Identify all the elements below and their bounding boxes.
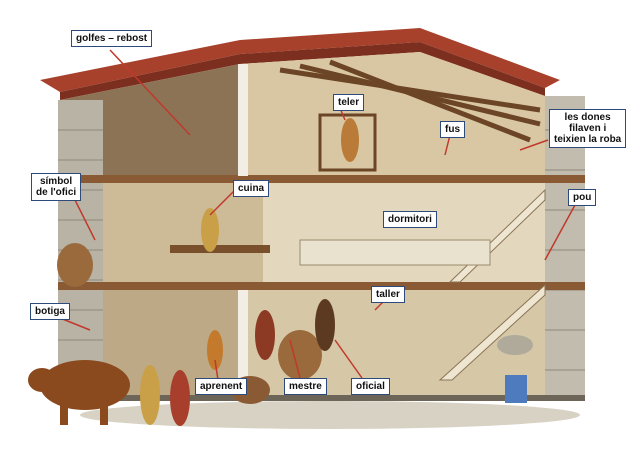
simbol-line-1: símbol xyxy=(39,176,73,187)
label-mestre: mestre xyxy=(284,378,327,395)
les-dones-line-3: teixien la roba xyxy=(554,134,622,145)
lower-floor-slab xyxy=(58,282,585,290)
figures xyxy=(140,118,359,426)
label-pou: pou xyxy=(568,189,597,206)
label-dormitori: dormitori xyxy=(383,211,437,228)
simbol-line-2: de l'ofici xyxy=(36,187,77,198)
label-simbol-ofici: símbol de l'ofici xyxy=(31,173,82,201)
label-aprenent: aprenent xyxy=(195,378,248,395)
leader-lines xyxy=(59,49,576,381)
label-teler: teler xyxy=(333,94,365,111)
label-botiga: botiga xyxy=(30,303,70,320)
label-taller: taller xyxy=(371,286,405,303)
label-les-dones: les dones filaven i teixien la roba xyxy=(549,109,627,148)
ox xyxy=(28,360,130,425)
upper-floor-slab xyxy=(58,175,585,183)
label-fus: fus xyxy=(440,121,465,138)
label-cuina: cuina xyxy=(233,180,270,197)
les-dones-line-2: filaven i xyxy=(569,123,607,134)
label-oficial: oficial xyxy=(351,378,390,395)
les-dones-line-1: les dones xyxy=(564,112,611,123)
label-golfes-rebost: golfes – rebost xyxy=(71,30,153,47)
roof xyxy=(40,28,560,92)
